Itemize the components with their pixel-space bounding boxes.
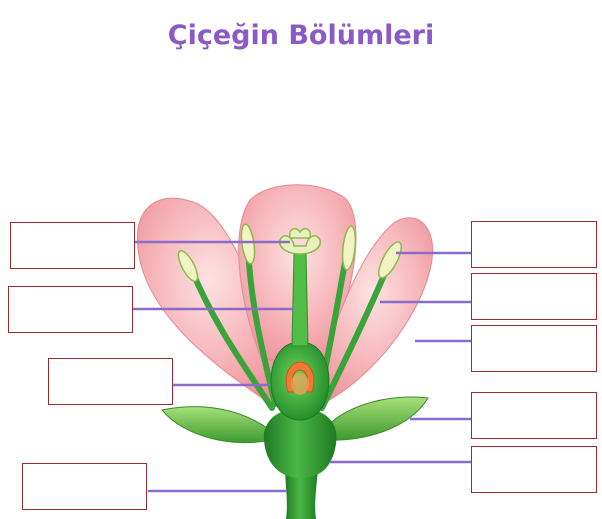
anther-3 (341, 225, 357, 271)
filament-2 (245, 243, 278, 407)
filament-1 (187, 263, 275, 411)
stigma (279, 227, 321, 255)
petal-right (311, 217, 434, 405)
label-box-right-4[interactable] (471, 392, 597, 439)
sepal-left (161, 406, 271, 444)
pistil (270, 227, 330, 421)
sepal-right (324, 396, 429, 441)
ovule-center (291, 373, 309, 395)
label-box-left-2[interactable] (8, 286, 133, 333)
label-box-left-3[interactable] (48, 358, 173, 405)
label-box-right-1[interactable] (471, 221, 597, 268)
style (291, 251, 309, 347)
anther-4 (378, 241, 402, 279)
page-title: Çiçeğin Bölümleri (167, 20, 435, 51)
filament-4 (319, 263, 391, 411)
label-box-right-2[interactable] (471, 273, 597, 320)
label-box-left-1[interactable] (10, 222, 135, 269)
stem (285, 470, 318, 519)
leader-lines (132, 240, 471, 493)
anther-1 (177, 249, 199, 283)
label-box-right-3[interactable] (471, 325, 597, 372)
label-box-right-5[interactable] (471, 446, 597, 493)
label-box-left-4[interactable] (22, 463, 147, 510)
receptacle (263, 408, 337, 478)
